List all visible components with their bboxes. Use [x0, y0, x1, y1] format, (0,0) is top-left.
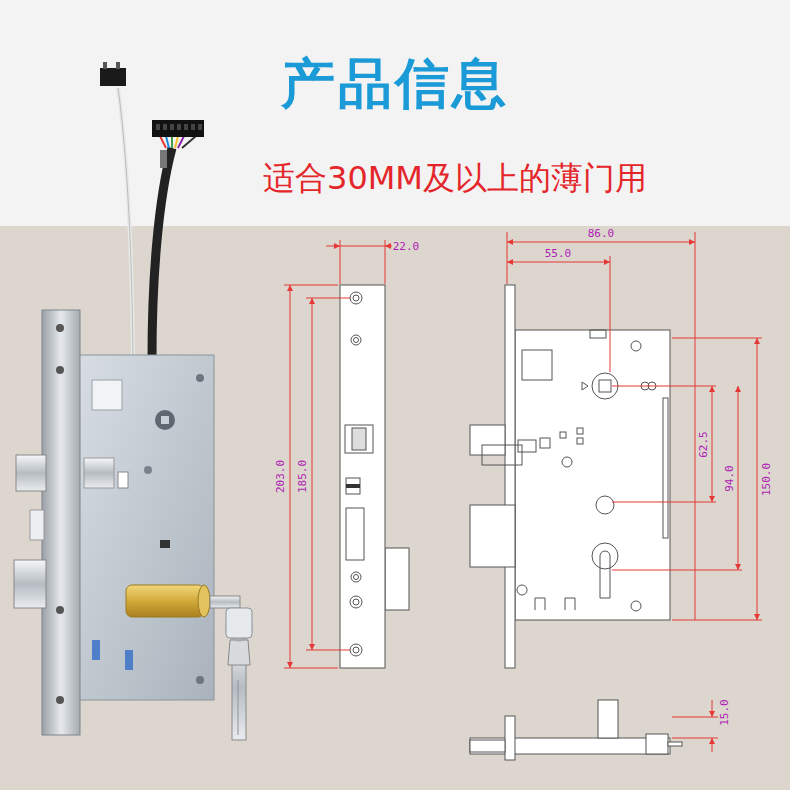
dimension-value: 86.0 — [587, 228, 616, 239]
dimension-value: 203.0 — [276, 458, 287, 493]
dimension-value: 185.0 — [298, 458, 309, 493]
dimension-value: 150.0 — [762, 461, 773, 496]
dimension-value: 22.0 — [392, 241, 421, 252]
page-title: 产品信息 — [281, 57, 509, 111]
dimension-value: 55.0 — [544, 248, 573, 259]
subtitle: 适合30MM及以上的薄门用 — [263, 162, 647, 194]
dimension-value: 62.5 — [698, 430, 709, 459]
dimension-value: 15.0 — [719, 698, 730, 727]
dimension-value: 94.0 — [724, 464, 735, 493]
